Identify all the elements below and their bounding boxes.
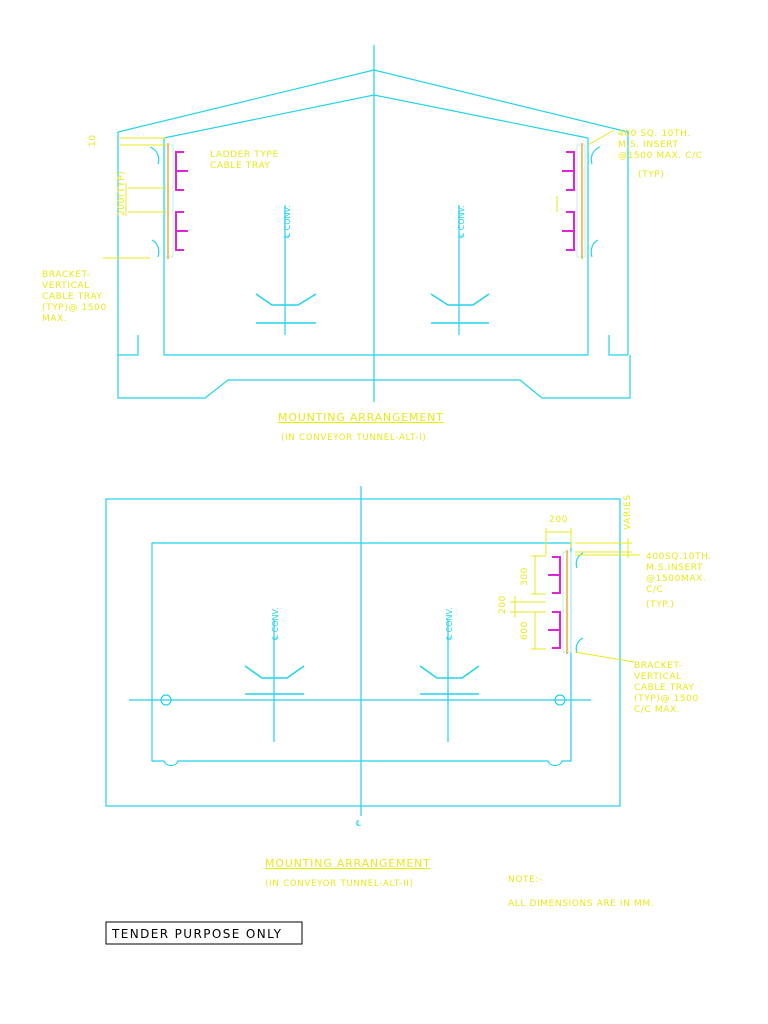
conveyor2-right-label: ℄ CONV.: [445, 607, 454, 640]
roof-inner-line: [163, 94, 589, 139]
conveyor2-right: ℄ CONV.: [419, 607, 480, 742]
conveyor-right-label: ℄ CONV.: [457, 205, 466, 238]
alt2-insert-line-4: C/C: [646, 585, 663, 595]
label-insert-line-3: @1500 MAX. C/C: [618, 151, 703, 161]
alt2-dim-tray1-value: 300: [520, 567, 530, 586]
drawing1-subtitle: (IN CONVEYOR TUNNEL-ALT-I): [281, 433, 427, 443]
conveyor-left-idler: [255, 293, 317, 306]
conveyor2-left-label: ℄ CONV.: [271, 607, 280, 640]
label-tray-line-2: CABLE TRAY: [210, 161, 271, 171]
left-tray-lower: [175, 211, 188, 251]
conveyor2-left: ℄ CONV.: [244, 607, 305, 742]
right-tray-upper: [562, 151, 575, 191]
alt2-insert-line-3: @1500MAX.: [646, 574, 706, 584]
drawing-tunnel-alt-1: ℄ CONV. ℄ CONV. 10 200(TYP) LADDER TYPE …: [42, 45, 703, 443]
left-cable-tray-assembly: [103, 137, 188, 259]
notes-line-1: ALL DIMENSIONS ARE IN MM.: [508, 899, 654, 909]
wall-right-step: [608, 335, 628, 356]
alt2-bracket-line-3: CABLE TRAY: [634, 683, 695, 693]
alt2-bracket-leader: [574, 651, 635, 663]
label-insert-line-4: (TYP): [638, 170, 664, 180]
conveyor-left-label: ℄ CONV.: [283, 205, 292, 238]
alt2-centreline-symbol: ℄: [356, 819, 362, 828]
anchor-right: [554, 694, 566, 706]
alt2-insert-line-1: 400SQ.10TH.: [646, 552, 712, 562]
alt2-insert-line-5: (TYP.): [646, 600, 675, 610]
wall-left-step: [118, 335, 139, 356]
alt2-bracket-line-5: C/C MAX.: [634, 705, 680, 715]
label-bracket-line-2: VERTICAL: [42, 281, 90, 291]
conveyor-left: ℄ CONV.: [255, 205, 317, 335]
tender-stamp-border: [105, 921, 303, 945]
conveyor-right: ℄ CONV.: [430, 205, 490, 335]
alt2-dim-tray2-value: 600: [520, 621, 530, 640]
alt2-bracket-line-1: BRACKET-: [634, 661, 683, 671]
left-mounting-plate: [164, 144, 174, 258]
left-tray-upper: [175, 151, 188, 191]
alt2-bracket-hooks: [575, 552, 584, 654]
alt2-dim-width-value: 200: [549, 515, 568, 525]
tender-stamp-text: TENDER PURPOSE ONLY: [111, 927, 282, 941]
alt2-dim-varies-value: VARIES: [623, 494, 633, 530]
conveyor2-left-idler: [244, 665, 305, 679]
label-insert-line-1: 400 SQ. 10TH.: [618, 129, 691, 139]
insert-leader: [587, 129, 615, 146]
notes-block: NOTE:- ALL DIMENSIONS ARE IN MM.: [508, 875, 654, 909]
drawing1-title: MOUNTING ARRANGEMENT: [278, 411, 444, 424]
label-tray-line-1: LADDER TYPE: [210, 150, 279, 160]
label-bracket-line-4: (TYP)@ 1500: [42, 303, 107, 313]
tunnel-outer-box: [105, 498, 621, 807]
alt2-tray-upper: [548, 556, 561, 594]
label-bracket-line-3: CABLE TRAY: [42, 292, 103, 302]
tunnel-inner-outline: [163, 138, 589, 356]
label-insert-line-2: M.S. INSERT: [618, 140, 679, 150]
alt2-tray-lower: [548, 611, 561, 649]
label-bracket-line-1: BRACKET-: [42, 270, 91, 280]
alt2-bracket-line-2: VERTICAL: [634, 672, 682, 682]
roof-outer-line: [117, 69, 629, 133]
left-bracket-hooks: [149, 146, 160, 258]
tunnel-inner-box: [151, 542, 572, 767]
base-slab: [117, 355, 631, 399]
dim-spacing-value: 200(TYP): [117, 171, 127, 216]
conveyor-right-idler: [430, 293, 490, 306]
conveyor2-right-idler: [419, 665, 480, 679]
right-tray-lower: [562, 211, 575, 251]
notes-heading: NOTE:-: [508, 875, 543, 885]
right-mounting-plate: [576, 144, 586, 258]
anchor-left: [160, 694, 172, 706]
drawing-tunnel-alt-2: ℄ CONV. ℄ CONV.: [105, 486, 712, 889]
alt2-insert-line-2: M.S.INSERT: [646, 563, 703, 573]
tender-stamp: TENDER PURPOSE ONLY: [105, 921, 303, 945]
dim-top-value: 10: [88, 134, 98, 147]
label-bracket-line-5: MAX.: [42, 314, 67, 324]
right-cable-tray-assembly: [556, 129, 615, 259]
alt2-bracket-line-4: (TYP)@ 1500: [634, 694, 699, 704]
alt2-dim-gap-value: 200: [498, 595, 508, 614]
alt2-cable-tray-assembly: [510, 528, 640, 663]
right-bracket-hooks: [590, 146, 601, 258]
drawing2-title: MOUNTING ARRANGEMENT: [265, 857, 431, 870]
drawing2-subtitle: (IN CONVEYOR TUNNEL-ALT-II): [265, 879, 414, 889]
